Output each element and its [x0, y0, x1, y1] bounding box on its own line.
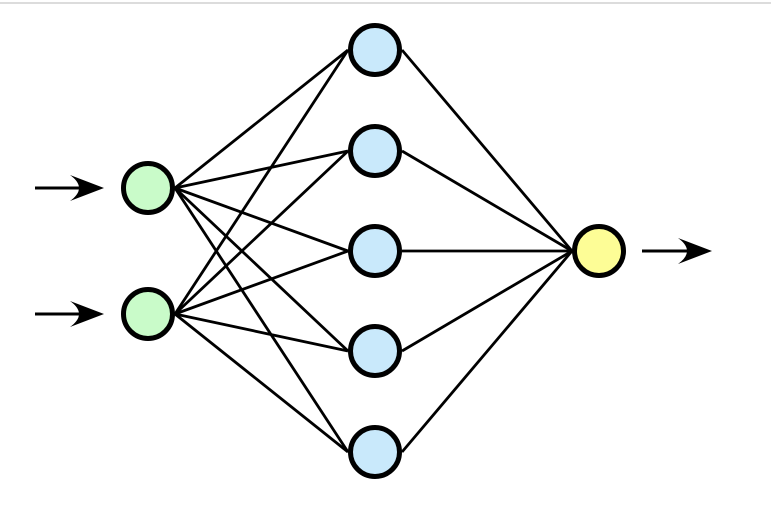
edge-input2-hidden4 [174, 312, 349, 353]
top-divider-line [0, 2, 771, 4]
input-arrow-2-head [70, 301, 104, 327]
edge-hidden4-output1 [401, 249, 573, 353]
input-arrow-1-head [70, 175, 104, 201]
edge-input2-hidden2 [174, 149, 349, 316]
output-node-1 [572, 224, 626, 278]
input-node-1 [121, 161, 175, 215]
edge-input1-hidden4 [174, 186, 349, 353]
edge-hidden5-output1 [400, 250, 574, 453]
hidden-node-1 [348, 23, 402, 77]
edge-input1-hidden3 [174, 186, 349, 253]
edge-input2-hidden1 [173, 49, 350, 315]
hidden-node-4 [348, 324, 402, 378]
hidden-node-3 [348, 224, 402, 278]
edge-input1-hidden5 [173, 187, 350, 453]
input-node-2 [121, 287, 175, 341]
output-arrow-head [678, 238, 712, 264]
hidden-node-2 [348, 124, 402, 178]
edge-hidden2-output1 [401, 149, 573, 253]
edge-input1-hidden2 [174, 149, 349, 190]
edge-input1-hidden1 [174, 48, 349, 190]
edge-hidden1-output1 [400, 49, 574, 252]
hidden-node-5 [348, 425, 402, 479]
edge-input2-hidden5 [174, 312, 349, 454]
edge-input2-hidden3 [174, 249, 349, 316]
